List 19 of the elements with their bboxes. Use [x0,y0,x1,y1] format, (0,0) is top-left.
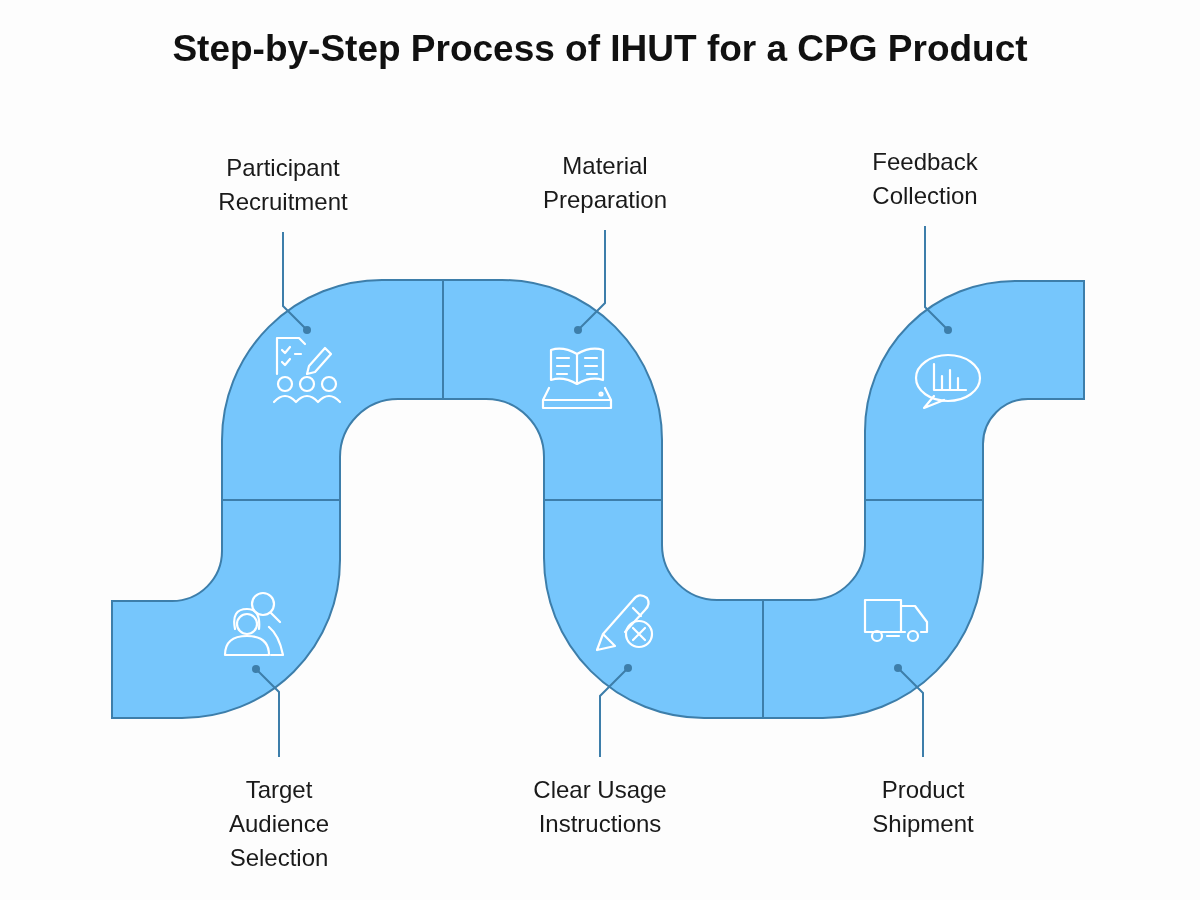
leader-line [252,665,280,758]
band-segment [762,499,984,719]
step-label: Target Audience Selection [227,775,331,873]
title: Step-by-Step Process of IHUT for a CPG Product [171,28,1029,70]
band-segment [111,499,341,719]
leader-line [599,664,632,758]
step-label: Feedback Collection [871,147,979,211]
step-label: Material Preparation [541,151,669,215]
leader-line [924,225,952,334]
band-segment [442,279,663,501]
step-label: Clear Usage Instructions [532,775,668,839]
band-segment [864,280,1085,501]
leader-line [894,664,924,758]
band-segment [221,279,444,501]
step-label: Product Shipment [871,775,975,839]
leader-line [282,231,311,334]
band-segment [543,499,764,719]
leader-line [574,229,606,334]
step-label: Participant Recruitment [217,153,349,217]
